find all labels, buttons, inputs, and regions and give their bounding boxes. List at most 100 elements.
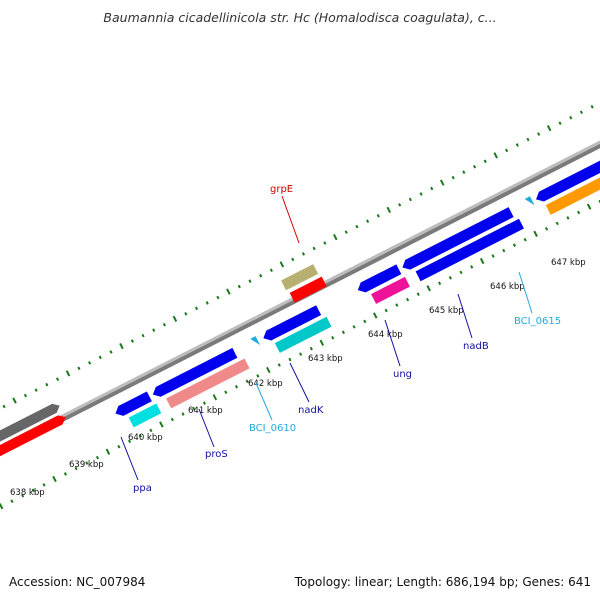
feature-gene-nadb[interactable] — [400, 207, 514, 272]
gene-label-bci0610[interactable]: BCI_0610 — [249, 423, 296, 434]
leader-ppa — [120, 436, 139, 481]
leader-nadk — [289, 362, 310, 403]
minor-tick — [10, 499, 14, 503]
minor-tick — [558, 121, 562, 125]
feature-gene-nadk[interactable] — [261, 305, 322, 343]
minor-tick — [259, 273, 263, 278]
feature-gene-ppa[interactable] — [113, 391, 152, 419]
gene-label-grpe[interactable]: grpE — [270, 184, 293, 195]
minor-tick — [152, 328, 156, 332]
minor-tick — [312, 246, 316, 251]
major-tick — [172, 315, 178, 322]
minor-tick — [31, 488, 35, 493]
minor-tick — [323, 241, 327, 245]
major-tick — [52, 475, 57, 483]
feature-gene-ung[interactable] — [355, 264, 402, 295]
minor-tick — [352, 325, 356, 329]
major-tick — [479, 257, 485, 265]
gene-label-nadk[interactable]: nadK — [298, 405, 324, 416]
minor-tick — [398, 203, 402, 207]
feature-gene-right[interactable] — [534, 138, 600, 204]
minor-tick — [149, 428, 153, 433]
major-tick — [333, 233, 338, 241]
minor-tick — [85, 461, 89, 465]
major-tick — [372, 312, 378, 319]
major-tick — [586, 203, 592, 210]
feature-cds-ung[interactable] — [371, 276, 410, 304]
minor-tick — [141, 333, 145, 338]
minor-tick — [21, 493, 25, 498]
leader-bci0615 — [518, 271, 533, 314]
minor-tick — [192, 406, 196, 411]
minor-tick — [237, 284, 241, 289]
minor-tick — [577, 210, 581, 215]
minor-tick — [537, 132, 541, 136]
minor-tick — [291, 257, 295, 262]
minor-tick — [269, 268, 273, 273]
minor-tick — [419, 192, 423, 196]
minor-tick — [95, 455, 100, 460]
minor-tick — [45, 382, 49, 387]
minor-tick — [448, 276, 452, 280]
major-tick — [319, 339, 325, 346]
feature-cds-pros[interactable] — [166, 358, 250, 409]
feature-gene-pros[interactable] — [150, 347, 238, 400]
minor-tick — [523, 237, 527, 242]
kbp-label: 647 kbp — [551, 258, 586, 268]
major-tick — [439, 179, 445, 186]
feature-cds-grpe[interactable] — [289, 276, 327, 303]
gene-labels: ppa proS BCI_0610 nadK ung nadB BCI_0615… — [133, 184, 561, 494]
minor-tick — [288, 357, 292, 362]
major-tick — [105, 448, 111, 455]
gene-label-ung[interactable]: ung — [393, 369, 412, 380]
minor-tick — [462, 170, 466, 174]
minor-tick — [515, 143, 519, 147]
feature-cds-nadb[interactable] — [415, 218, 524, 282]
minor-tick — [366, 219, 370, 224]
kbp-label: 638 kbp — [10, 488, 45, 498]
gene-label-pros[interactable]: proS — [205, 449, 228, 460]
feature-cds-nadk[interactable] — [274, 316, 332, 353]
major-tick — [159, 421, 164, 428]
feature-gene-bci0610[interactable] — [250, 336, 261, 348]
minor-tick — [566, 216, 570, 220]
gene-label-ppa[interactable]: ppa — [133, 483, 152, 494]
minor-tick — [277, 363, 281, 367]
minor-tick — [438, 281, 442, 286]
major-tick — [0, 503, 4, 510]
feature-cds-ppa[interactable] — [128, 403, 162, 428]
minor-tick — [408, 197, 412, 202]
gene-label-bci0615[interactable]: BCI_0615 — [514, 316, 561, 327]
minor-tick — [470, 265, 474, 269]
kbp-label: 639 kbp — [69, 460, 104, 470]
feature-cds-red[interactable] — [0, 413, 68, 459]
minor-tick — [34, 388, 38, 392]
major-tick — [386, 206, 392, 214]
minor-tick — [451, 175, 455, 180]
minor-tick — [194, 306, 199, 311]
feature-gene-grpe[interactable] — [281, 264, 319, 291]
kbp-label: 642 kbp — [248, 379, 283, 389]
minor-tick — [363, 319, 367, 324]
major-tick — [65, 370, 71, 377]
minor-tick — [245, 379, 249, 384]
minor-tick — [216, 295, 220, 300]
gene-label-nadb[interactable]: nadB — [463, 341, 489, 352]
feature-cds-right[interactable] — [545, 151, 600, 215]
major-tick — [426, 285, 431, 292]
genome-stats-text: Topology: linear; Length: 686,194 bp; Ge… — [294, 575, 591, 589]
minor-tick — [491, 254, 495, 258]
minor-tick — [256, 374, 260, 378]
minor-tick — [138, 434, 142, 438]
tick-ruler-bottom — [0, 199, 600, 510]
minor-tick — [395, 303, 399, 307]
leader-grpe — [281, 195, 300, 244]
major-tick — [279, 261, 285, 268]
feature-gene-grey[interactable] — [0, 401, 62, 448]
feature-gene-bci0615[interactable] — [524, 196, 535, 208]
minor-tick — [117, 444, 121, 449]
minor-tick — [569, 115, 573, 120]
minor-tick — [526, 137, 530, 142]
kbp-label: 644 kbp — [368, 330, 403, 340]
